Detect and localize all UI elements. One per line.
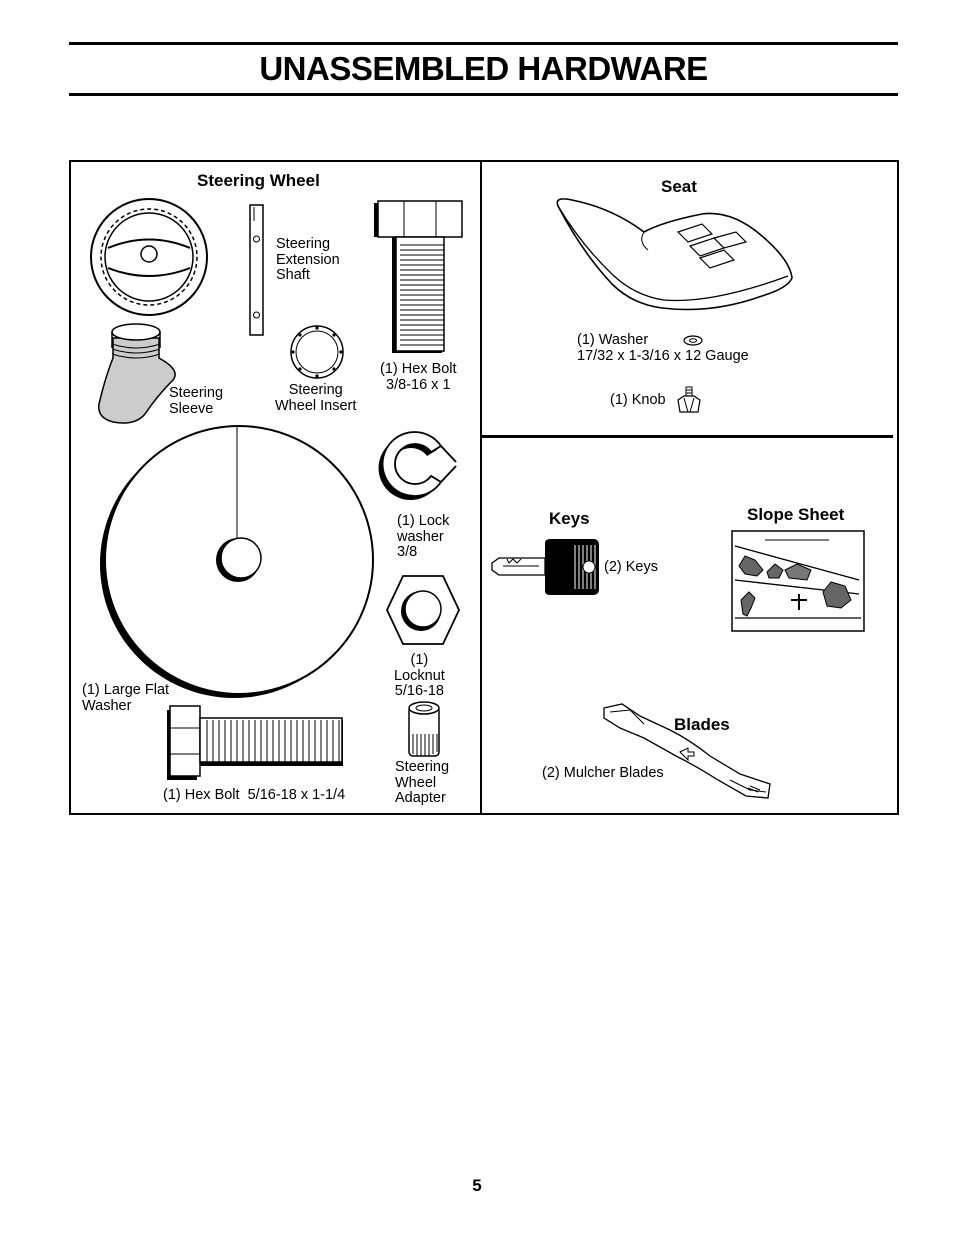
title-rule-top — [69, 42, 898, 45]
knob-icon — [677, 386, 701, 413]
lock-washer-illustration — [378, 431, 457, 500]
mulcher-blades-label: (2) Mulcher Blades — [542, 765, 664, 781]
washer-label: (1) Washer — [577, 332, 649, 348]
seat-heading: Seat — [661, 177, 697, 196]
locknut-illustration — [386, 575, 460, 645]
steering-wheel-heading: Steering Wheel — [197, 171, 320, 190]
title-rule-bottom — [69, 93, 898, 96]
panel-divider-vertical — [480, 160, 482, 815]
lock-washer-label: (1) Lock washer 3/8 — [397, 513, 450, 560]
hex-bolt-small-illustration — [167, 705, 343, 780]
washer-icon — [683, 335, 703, 346]
keys-label: (2) Keys — [604, 559, 658, 575]
washer-size-label: 17/32 x 1-3/16 x 12 Gauge — [577, 348, 749, 364]
page-number: 5 — [472, 1176, 482, 1195]
steering-wheel-illustration — [90, 198, 208, 316]
panel-divider-horizontal — [482, 435, 893, 438]
slope-sheet-heading: Slope Sheet — [747, 505, 845, 524]
page-title: UNASSEMBLED HARDWARE — [259, 50, 708, 87]
large-flat-washer-label: (1) Large Flat Washer — [82, 682, 170, 714]
seat-illustration — [556, 198, 793, 311]
large-flat-washer-illustration — [100, 425, 374, 698]
hardware-frame — [69, 160, 899, 815]
blades-heading: Blades — [674, 715, 730, 734]
hex-bolt-small-label: (1) Hex Bolt 5/16-18 x 1-1/4 — [163, 787, 346, 803]
steering-sleeve-illustration — [98, 323, 176, 424]
keys-heading: Keys — [549, 509, 590, 528]
mulcher-blade-illustration — [603, 703, 771, 799]
steering-extension-shaft-label: Steering Extension Shaft — [276, 236, 340, 283]
locknut-label: (1) Locknut 5/16-18 — [394, 652, 445, 699]
steering-wheel-insert-illustration — [290, 325, 344, 379]
steering-extension-shaft-illustration — [249, 204, 264, 336]
hex-bolt-large-label: (1) Hex Bolt 3/8-16 x 1 — [380, 361, 457, 393]
knob-label: (1) Knob — [610, 392, 666, 408]
key-illustration — [491, 539, 599, 595]
slope-sheet-illustration — [731, 530, 865, 632]
steering-sleeve-label: Steering Sleeve — [169, 385, 224, 417]
steering-wheel-insert-label: Steering Wheel Insert — [275, 382, 357, 414]
steering-wheel-adapter-illustration — [408, 701, 440, 757]
steering-wheel-adapter-label: Steering Wheel Adapter — [395, 759, 450, 806]
hex-bolt-large-illustration — [374, 200, 463, 353]
